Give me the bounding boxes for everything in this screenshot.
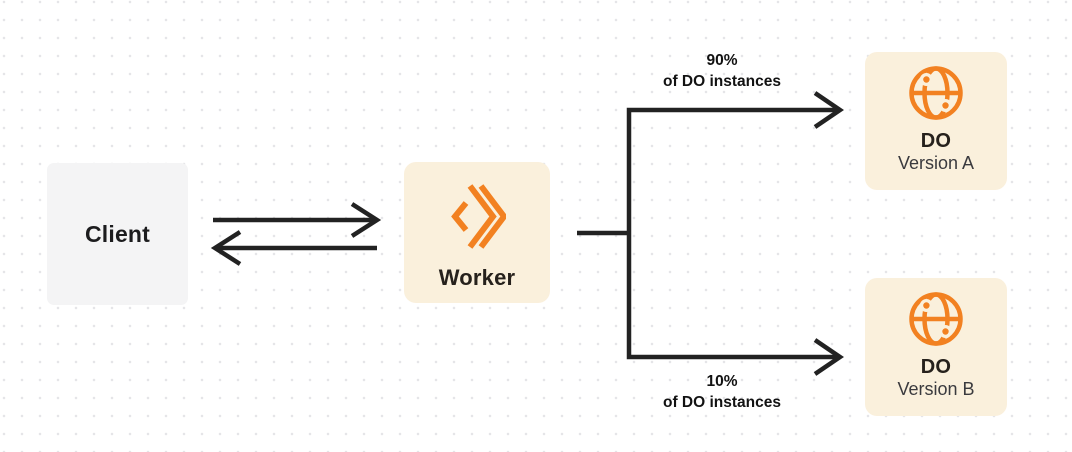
worker-node: Worker xyxy=(404,162,550,303)
worker-to-client-arrow xyxy=(210,230,377,266)
workers-chevrons-icon xyxy=(448,181,506,253)
top-branch-arrowhead xyxy=(813,91,845,129)
bottom-branch-percent: 10% xyxy=(706,373,738,390)
top-branch-percent: 90% xyxy=(706,52,738,69)
do-a-title: DO xyxy=(920,130,952,152)
client-label: Client xyxy=(84,220,151,247)
bottom-branch-label: 10% of DO instances xyxy=(663,371,781,413)
fork-connector xyxy=(626,91,845,376)
worker-label: Worker xyxy=(438,264,516,290)
bottom-branch-caption: of DO instances xyxy=(663,394,781,411)
top-branch-caption: of DO instances xyxy=(663,73,781,90)
globe-icon xyxy=(907,290,965,348)
do-b-title: DO xyxy=(920,356,952,378)
bottom-branch-arrowhead xyxy=(813,338,845,376)
client-to-worker-arrow xyxy=(213,202,382,238)
do-version-b-node: DO Version B xyxy=(865,278,1007,416)
top-branch-label: 90% of DO instances xyxy=(663,50,781,92)
do-a-subtitle: Version A xyxy=(897,153,975,173)
do-version-a-node: DO Version A xyxy=(865,52,1007,190)
do-b-subtitle: Version B xyxy=(897,379,975,399)
globe-icon xyxy=(907,64,965,122)
client-node: Client xyxy=(47,163,188,305)
